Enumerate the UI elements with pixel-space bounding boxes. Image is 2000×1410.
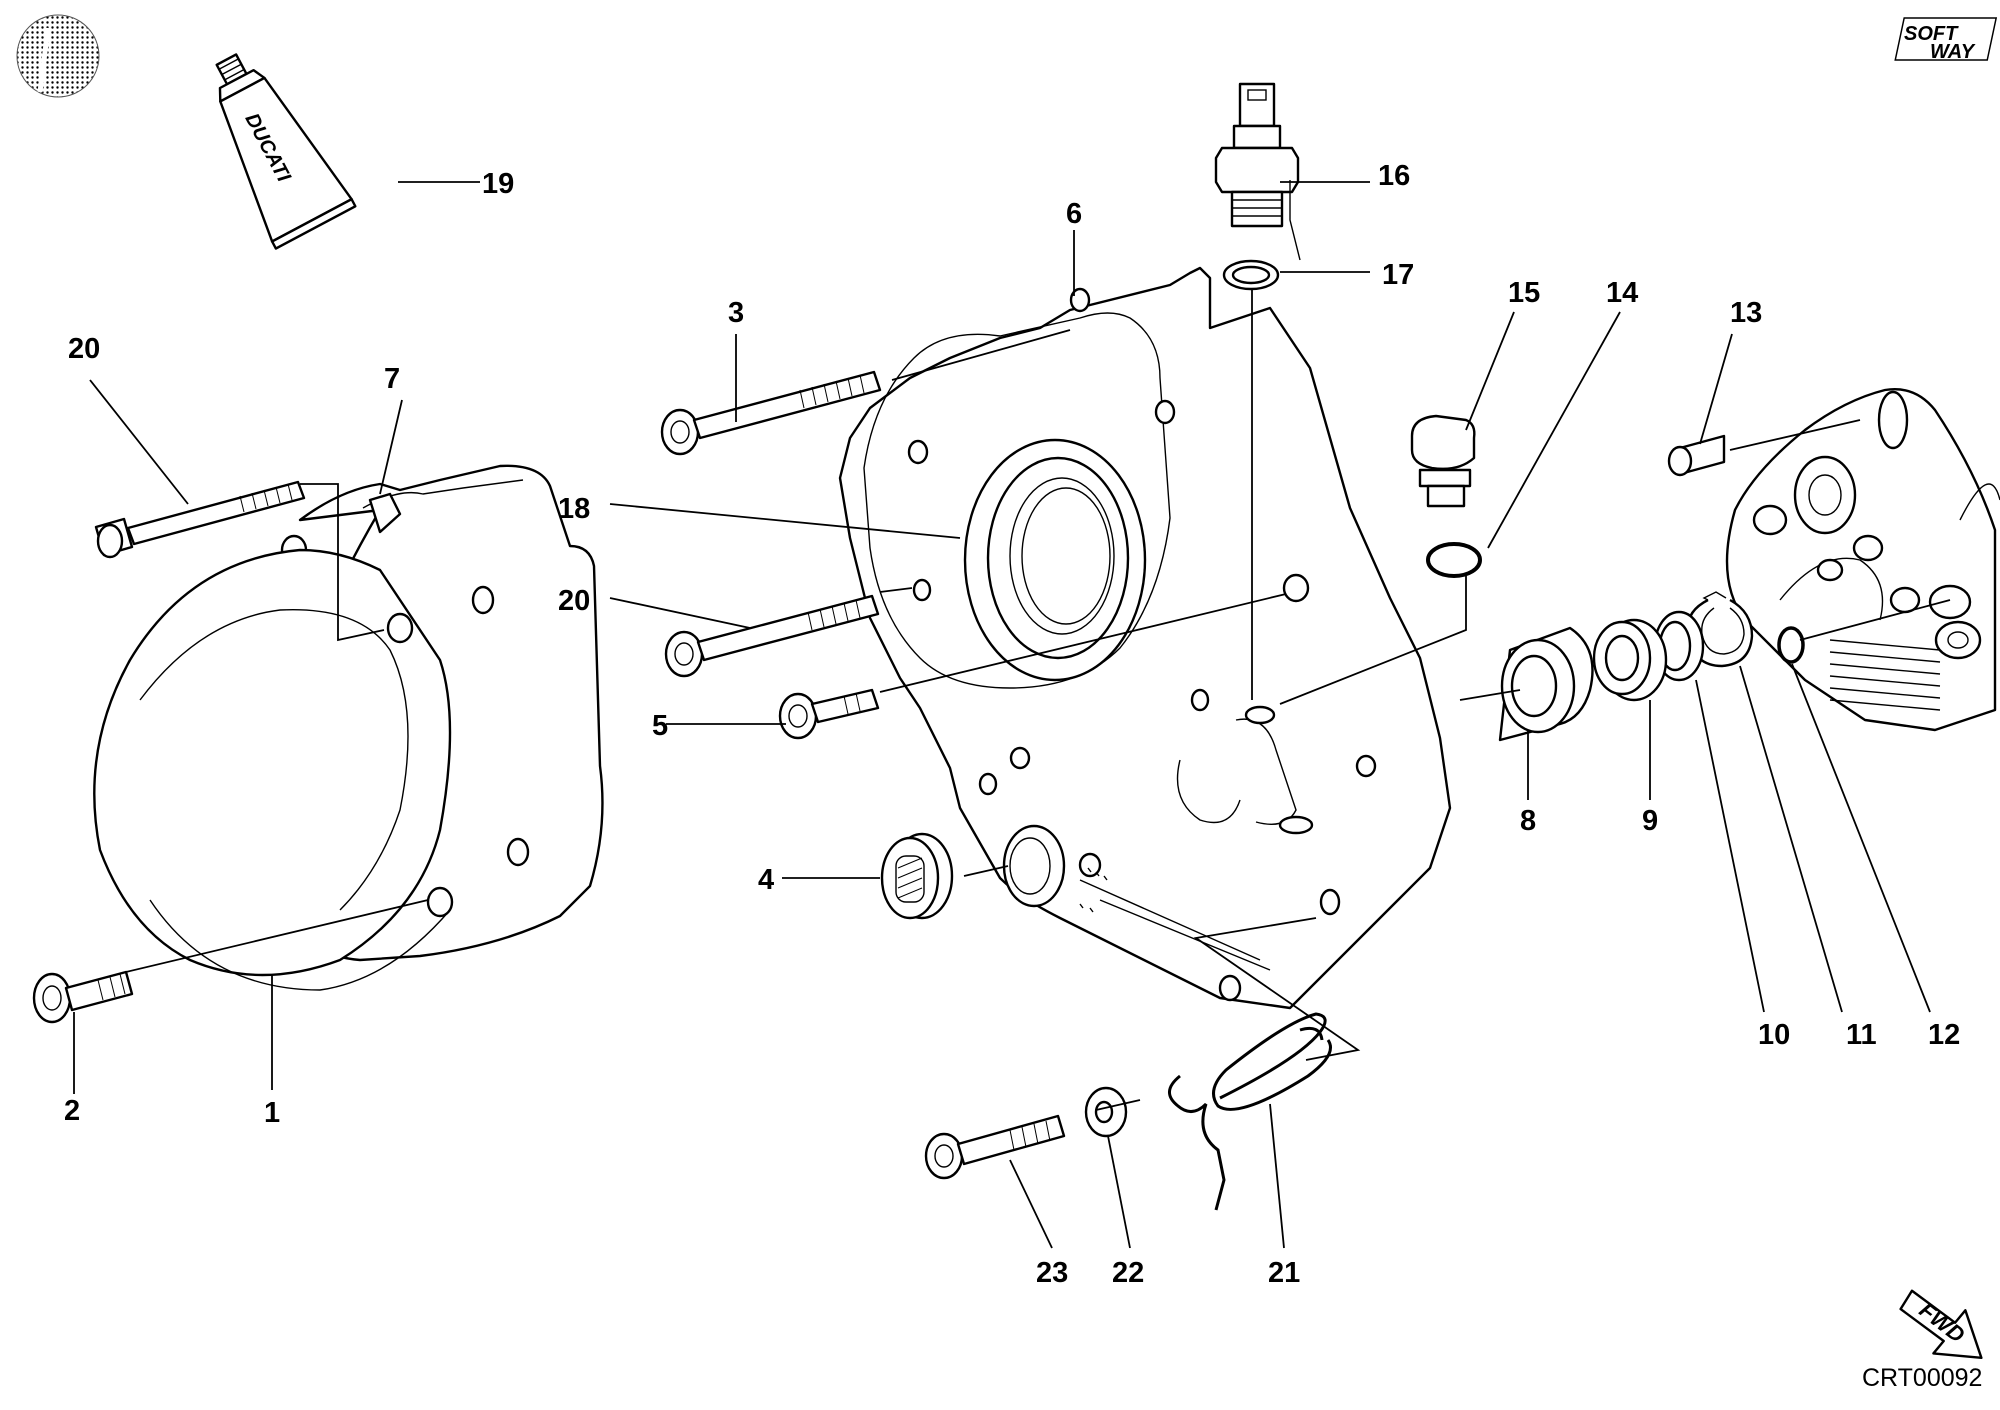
callout-6: 6 bbox=[1066, 198, 1082, 230]
callout-13: 13 bbox=[1730, 297, 1762, 329]
callout-20-middle: 20 bbox=[558, 585, 590, 617]
logo-text-bottom: WAY bbox=[1930, 41, 1976, 63]
callout-11: 11 bbox=[1846, 1019, 1877, 1051]
callout-3: 3 bbox=[728, 297, 744, 329]
bolt-3-part bbox=[660, 370, 882, 456]
seal-4-part bbox=[880, 832, 954, 920]
hatched-logo-icon bbox=[16, 14, 100, 98]
callout-labels: 19 20 7 2 1 3 6 18 20 5 4 16 17 15 14 13… bbox=[64, 160, 1960, 1289]
bolt-20-left-part bbox=[94, 480, 306, 559]
callout-18: 18 bbox=[558, 493, 590, 525]
bolt-5-part bbox=[778, 688, 880, 740]
engine-case-fragment bbox=[1725, 388, 2000, 732]
washer-17-part bbox=[1222, 259, 1280, 291]
callout-21: 21 bbox=[1268, 1257, 1300, 1289]
callout-12: 12 bbox=[1928, 1019, 1960, 1051]
sensor-part bbox=[1214, 82, 1300, 228]
bolt-2-part bbox=[32, 970, 134, 1024]
seal-9-part bbox=[1592, 618, 1668, 702]
callout-2: 2 bbox=[64, 1095, 80, 1127]
callout-14: 14 bbox=[1606, 277, 1638, 309]
drawing-code: CRT00092 bbox=[1862, 1364, 1982, 1392]
callout-20-left: 20 bbox=[68, 333, 100, 365]
o-ring-14-part bbox=[1426, 542, 1482, 578]
callout-4: 4 bbox=[758, 864, 774, 896]
sleeve-8-part bbox=[1498, 626, 1594, 742]
callout-8: 8 bbox=[1520, 805, 1536, 837]
callout-22: 22 bbox=[1112, 1257, 1144, 1289]
washer-22-part bbox=[1084, 1086, 1128, 1138]
callout-16: 16 bbox=[1378, 160, 1410, 192]
callout-5: 5 bbox=[652, 710, 668, 742]
bolt-20-middle-part bbox=[664, 594, 880, 678]
callout-15: 15 bbox=[1508, 277, 1540, 309]
clutch-cover-main-part bbox=[838, 180, 1452, 1010]
callout-1: 1 bbox=[264, 1097, 280, 1129]
bolt-23-part bbox=[924, 1114, 1066, 1180]
callout-9: 9 bbox=[1642, 805, 1658, 837]
forward-arrow-icon: FWD bbox=[1899, 1289, 1983, 1360]
callout-17: 17 bbox=[1382, 259, 1414, 291]
softway-logo: SOFT WAY bbox=[1894, 17, 1998, 63]
spring-clip-21-part bbox=[1168, 1012, 1332, 1211]
cover-1-part bbox=[93, 548, 454, 991]
filler-plug-part bbox=[1410, 414, 1476, 508]
leader-lines bbox=[73, 181, 1951, 1249]
callout-19: 19 bbox=[482, 168, 514, 200]
bushing-13-part bbox=[1667, 434, 1726, 477]
callout-7: 7 bbox=[384, 363, 400, 395]
o-ring-12-part bbox=[1777, 626, 1805, 664]
logo-text-top: SOFT bbox=[1904, 23, 1959, 45]
callout-10: 10 bbox=[1758, 1019, 1790, 1051]
callout-23: 23 bbox=[1036, 1257, 1068, 1289]
oil-seal-18-part bbox=[963, 438, 1147, 682]
grease-tube-part: DUCATI bbox=[215, 53, 357, 250]
